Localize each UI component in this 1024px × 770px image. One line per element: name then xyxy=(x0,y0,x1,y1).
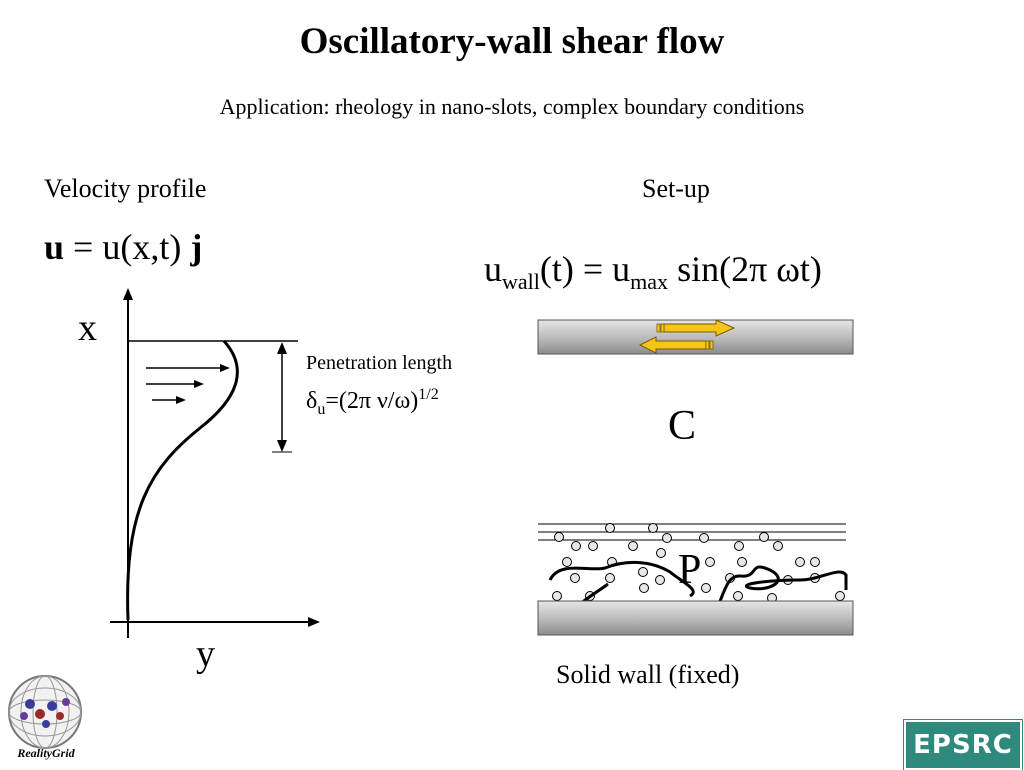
oscillation-arrows xyxy=(638,319,736,354)
velocity-equation-body: = u(x,t) xyxy=(64,227,191,267)
penetration-length-arrow xyxy=(272,342,292,453)
velocity-profile-heading: Velocity profile xyxy=(44,174,207,203)
wall-velocity-equation: uwall(t) = umax sin(2π ωt) xyxy=(484,249,822,295)
axis-label-y: y xyxy=(196,633,215,675)
wall-subscript: wall xyxy=(502,269,540,295)
unit-vector-j: j xyxy=(190,227,203,267)
flow-arrows xyxy=(146,364,230,404)
label-c: C xyxy=(668,403,697,449)
realitygrid-logo-text: RealityGrid xyxy=(17,746,75,760)
axis-label-x: x xyxy=(78,307,97,349)
velocity-vector-symbol: u xyxy=(44,227,65,267)
epsrc-logo: EPSRC xyxy=(904,720,1022,770)
setup-heading: Set-up xyxy=(642,174,710,203)
max-subscript: max xyxy=(630,269,669,295)
velocity-equation: u = u(x,t) j xyxy=(44,226,202,268)
velocity-profile-axes xyxy=(110,288,320,638)
penetration-length-label: Penetration length xyxy=(306,352,453,374)
realitygrid-globe-icon xyxy=(8,675,82,749)
solid-wall-label: Solid wall (fixed) xyxy=(556,660,740,689)
label-p: P xyxy=(678,547,702,593)
penetration-length-formula: δu=(2π ν/ω)1/2 xyxy=(306,386,439,418)
page-title: Oscillatory-wall shear flow xyxy=(299,21,725,62)
velocity-profile-curve xyxy=(126,339,239,621)
epsrc-logo-text: EPSRC xyxy=(913,730,1013,760)
surface-layer-lines xyxy=(538,523,846,541)
page-subtitle: Application: rheology in nano-slots, com… xyxy=(219,94,805,119)
solid-wall xyxy=(537,600,854,636)
